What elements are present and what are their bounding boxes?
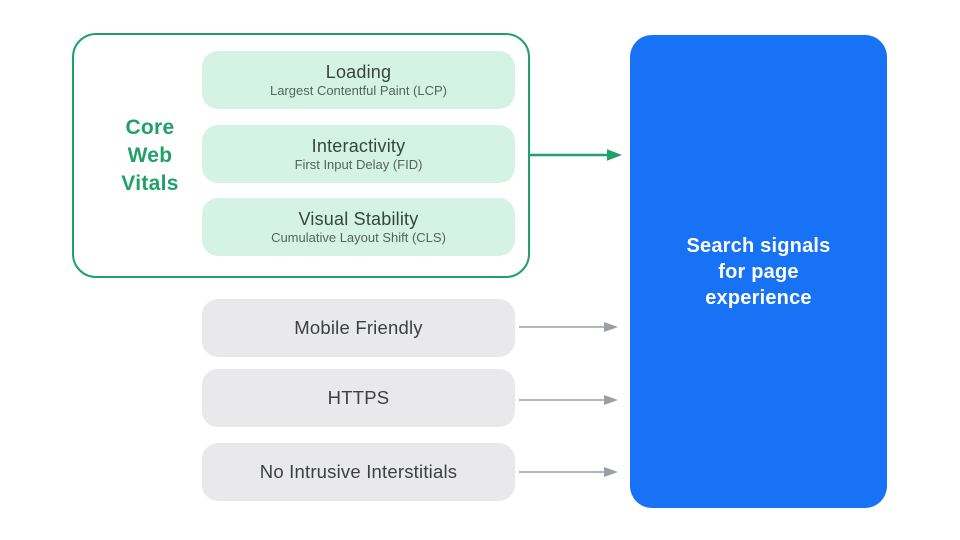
arrow-no-intrusive-interstitials: [519, 467, 618, 477]
arrow-core-web-vitals: [530, 149, 622, 161]
core-web-vitals-label-line: Web: [127, 143, 173, 167]
signal-pill-mobile-friendly: Mobile Friendly: [202, 299, 515, 357]
arrow-mobile-friendly: [519, 322, 618, 332]
core-web-vitals-label-line: Core: [125, 115, 175, 139]
core-web-vitals-label-line: Vitals: [121, 171, 179, 195]
core-web-vitals-label: Core Web Vitals: [85, 33, 215, 278]
search-signals-line: for page: [718, 260, 799, 283]
search-signals-line: experience: [705, 286, 812, 309]
vital-pill-loading: Loading Largest Contentful Paint (LCP): [202, 51, 515, 109]
search-signals-box: Search signals for page experience: [630, 35, 887, 508]
signal-label: No Intrusive Interstitials: [259, 461, 458, 482]
search-signals-line: Search signals: [686, 234, 831, 257]
vital-pill-interactivity: Interactivity First Input Delay (FID): [202, 125, 515, 183]
signal-pill-https: HTTPS: [202, 369, 515, 427]
vital-title: Visual Stability: [298, 209, 419, 229]
vital-title: Interactivity: [311, 136, 406, 156]
vital-title: Loading: [325, 62, 392, 82]
vital-subtitle: Largest Contentful Paint (LCP): [269, 83, 448, 98]
vital-subtitle: First Input Delay (FID): [294, 157, 423, 172]
signal-label: HTTPS: [327, 387, 390, 408]
vital-subtitle: Cumulative Layout Shift (CLS): [271, 230, 446, 245]
arrow-https: [519, 395, 618, 405]
vital-pill-visual-stability: Visual Stability Cumulative Layout Shift…: [202, 198, 515, 256]
search-signals-text: Search signals for page experience: [687, 233, 831, 311]
signal-label: Mobile Friendly: [294, 317, 423, 338]
signal-pill-no-intrusive-interstitials: No Intrusive Interstitials: [202, 443, 515, 501]
